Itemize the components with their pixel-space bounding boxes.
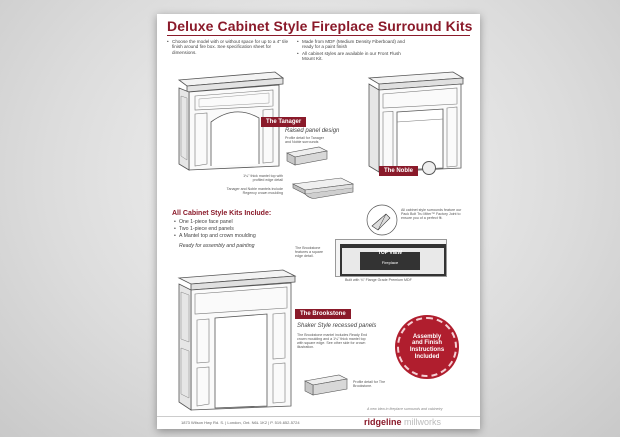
brookstone-illustration	[177, 269, 297, 411]
noble-illustration	[367, 71, 465, 173]
all-kits-note: Ready for assembly and painting	[179, 243, 255, 249]
all-kits-list: One 1-piece face panel Two 1-piece end p…	[174, 219, 284, 241]
brookstone-description: The Brookstone mantel includes Ready End…	[297, 333, 368, 350]
top-view-fireplace-label: Fireplace	[381, 260, 399, 265]
all-kits-item: Two 1-piece end panels	[174, 226, 284, 233]
mantel-crown-detail	[291, 177, 355, 199]
brookstone-subtitle: Shaker Style recessed panels	[297, 323, 377, 329]
page-title: Deluxe Cabinet Style Fireplace Surround …	[167, 18, 473, 34]
mantel-note-thickness: 1¼" thick mantel top with profiled edge …	[243, 174, 283, 183]
brookstone-label: The Brookstone	[295, 309, 351, 319]
noble-joint-marker	[422, 161, 436, 175]
intro-bullet: All cabinet styles are available in our …	[297, 51, 412, 62]
mantel-note-crown: Tanager and Noble mantels include Regenc…	[226, 187, 283, 196]
tanager-profile-detail	[286, 146, 328, 166]
brand-logo: ridgeline millworks	[364, 417, 441, 427]
all-kits-heading: All Cabinet Style Kits Include:	[172, 210, 272, 217]
tanager-illustration	[177, 71, 285, 171]
brookstone-profile-detail	[304, 374, 348, 396]
footer: 1873 Wilson Hwy Rd. S. | London, Ont. N6…	[157, 416, 480, 429]
brookstone-edge-note: The Brookstone features a square edge de…	[295, 246, 323, 259]
spec-sheet: Deluxe Cabinet Style Fireplace Surround …	[157, 14, 480, 429]
tanager-subtitle: Raised panel design	[285, 128, 340, 134]
tanager-label: The Tanager	[261, 117, 307, 127]
instructions-seal: Assembly and Finish Instructions Include…	[397, 317, 457, 377]
brand-suffix: millworks	[404, 417, 442, 427]
top-view-diagram: TOP VIEW Fireplace	[335, 239, 447, 277]
brand-name: ridgeline	[364, 417, 402, 427]
intro-bullets-right: Made from MDF (Medium Density Fiberboard…	[297, 39, 412, 62]
top-view-label: TOP VIEW	[377, 250, 403, 256]
all-kits-item: A Mantel top and crown moulding	[174, 233, 284, 240]
noble-label: The Noble	[379, 166, 419, 176]
tagline: A new idea in fireplace surrounds and ca…	[367, 407, 443, 411]
joint-detail	[366, 204, 398, 236]
title-rule	[167, 35, 470, 36]
brookstone-profile-note: Profile detail for The Brookstone.	[353, 380, 386, 389]
noble-joint-callout: All cabinet style surrounds feature our …	[401, 208, 462, 221]
intro-bullet: Choose the model with or without space f…	[167, 39, 292, 55]
intro-bullet: Made from MDF (Medium Density Fiberboard…	[297, 39, 412, 50]
top-view-caption: Built with ¾" Flange Grade Premium MDF	[345, 278, 412, 282]
all-kits-item: One 1-piece face panel	[174, 219, 284, 226]
footer-address: 1873 Wilson Hwy Rd. S. | London, Ont. N6…	[181, 420, 300, 425]
intro-bullets-left: Choose the model with or without space f…	[167, 39, 292, 56]
tanager-profile-note: Profile detail for Tanager and Noble sur…	[285, 136, 324, 145]
